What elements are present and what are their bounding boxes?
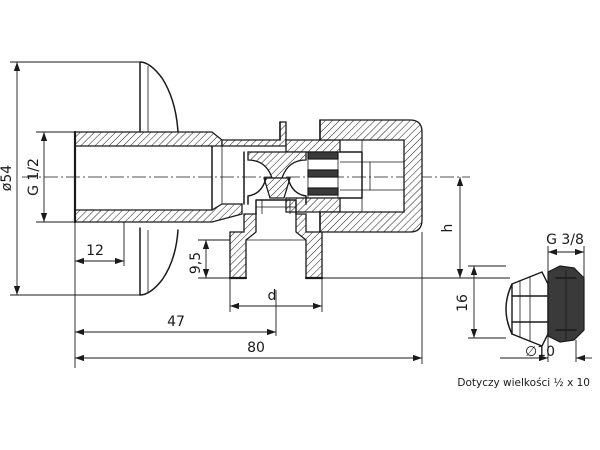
dim-80-label: 80 (247, 340, 265, 356)
handle-wing-bottom (139, 227, 179, 296)
dim-54-label: ø54 (0, 165, 15, 191)
dim-g38-label: G 3/8 (546, 232, 584, 248)
ball-seat-lower (247, 177, 267, 205)
compression-nut-flat (511, 295, 549, 323)
spindle-bar-3 (307, 187, 339, 196)
inlet-pipe-wall-top (74, 131, 223, 147)
dim-10-label: ∅10 (525, 344, 555, 360)
ball-seat-upper (247, 151, 307, 179)
dim-12-label: 12 (86, 243, 104, 259)
valve-body-top (221, 121, 287, 147)
compression-nut-hex (505, 283, 513, 335)
handle-wing-top (139, 61, 179, 133)
spindle-bar-1 (307, 151, 339, 160)
dim-9-5-label: 9,5 (188, 252, 204, 274)
dim-47-label: 47 (167, 314, 185, 330)
inlet-pipe-wall-bottom (74, 203, 243, 223)
dim-16-label: 16 (455, 294, 471, 312)
valve-body-ring (285, 139, 341, 153)
outlet-nipple-right (295, 213, 323, 279)
size-note: Dotyczy wielkości ½ x 10 (457, 377, 590, 389)
ball-seat-lower (287, 177, 307, 205)
dim-d-label: d (268, 288, 277, 304)
ball-seat-cone (263, 177, 291, 199)
outlet-nipple-left (229, 213, 257, 279)
spindle-bar-2 (307, 169, 339, 178)
dim-h-label: h (440, 224, 456, 233)
dim-g12-label: G 1/2 (26, 158, 42, 196)
stem-body (339, 151, 363, 199)
